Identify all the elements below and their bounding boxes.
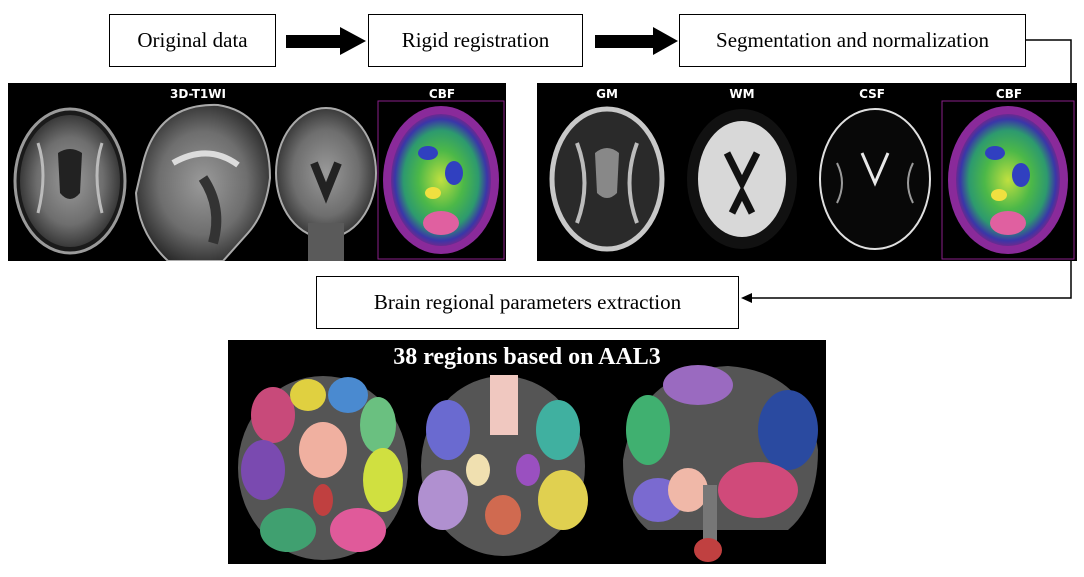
cbf-map-image-2 bbox=[941, 100, 1075, 260]
label-cbf: CBF bbox=[428, 87, 456, 101]
label-cbf-2: CBF bbox=[995, 87, 1023, 101]
arrow-right-icon bbox=[595, 27, 678, 55]
csf-image bbox=[819, 108, 931, 250]
label-csf: CSF bbox=[859, 87, 885, 101]
step-extraction: Brain regional parameters extraction bbox=[316, 276, 739, 329]
sagittal-t1-image bbox=[134, 103, 272, 261]
label-3d-t1wi: 3D-T1WI bbox=[170, 87, 226, 101]
aal3-atlas-panel: 38 regions based on AAL3 bbox=[228, 340, 826, 564]
cbf-map-image bbox=[377, 100, 505, 260]
step-segmentation-label: Segmentation and normalization bbox=[716, 28, 989, 52]
atlas-coronal-image bbox=[418, 375, 588, 556]
arrow-left-icon bbox=[741, 293, 752, 303]
segmentation-images bbox=[549, 100, 1075, 260]
segmentation-panel: GM WM CSF CBF bbox=[537, 83, 1077, 261]
atlas-axial-image bbox=[238, 376, 408, 560]
step-rigid-registration: Rigid registration bbox=[368, 14, 583, 67]
step-segmentation: Segmentation and normalization bbox=[679, 14, 1026, 67]
step-original-data-label: Original data bbox=[137, 28, 248, 52]
step-original-data: Original data bbox=[109, 14, 276, 67]
atlas-sagittal-image bbox=[623, 365, 818, 562]
t1wi-images bbox=[13, 100, 505, 261]
label-wm: WM bbox=[729, 87, 755, 101]
axial-t1-image bbox=[13, 107, 127, 255]
atlas-images bbox=[238, 365, 818, 562]
coronal-t1-image bbox=[275, 107, 377, 261]
t1wi-panel: 3D-T1WI CBF bbox=[8, 83, 506, 261]
atlas-title: 38 regions based on AAL3 bbox=[393, 344, 661, 370]
wm-image bbox=[687, 109, 797, 249]
label-gm: GM bbox=[596, 87, 618, 101]
step-rigid-registration-label: Rigid registration bbox=[401, 28, 550, 52]
arrow-right-icon bbox=[286, 27, 366, 55]
step-extraction-label: Brain regional parameters extraction bbox=[373, 290, 682, 314]
gm-image bbox=[549, 106, 665, 252]
